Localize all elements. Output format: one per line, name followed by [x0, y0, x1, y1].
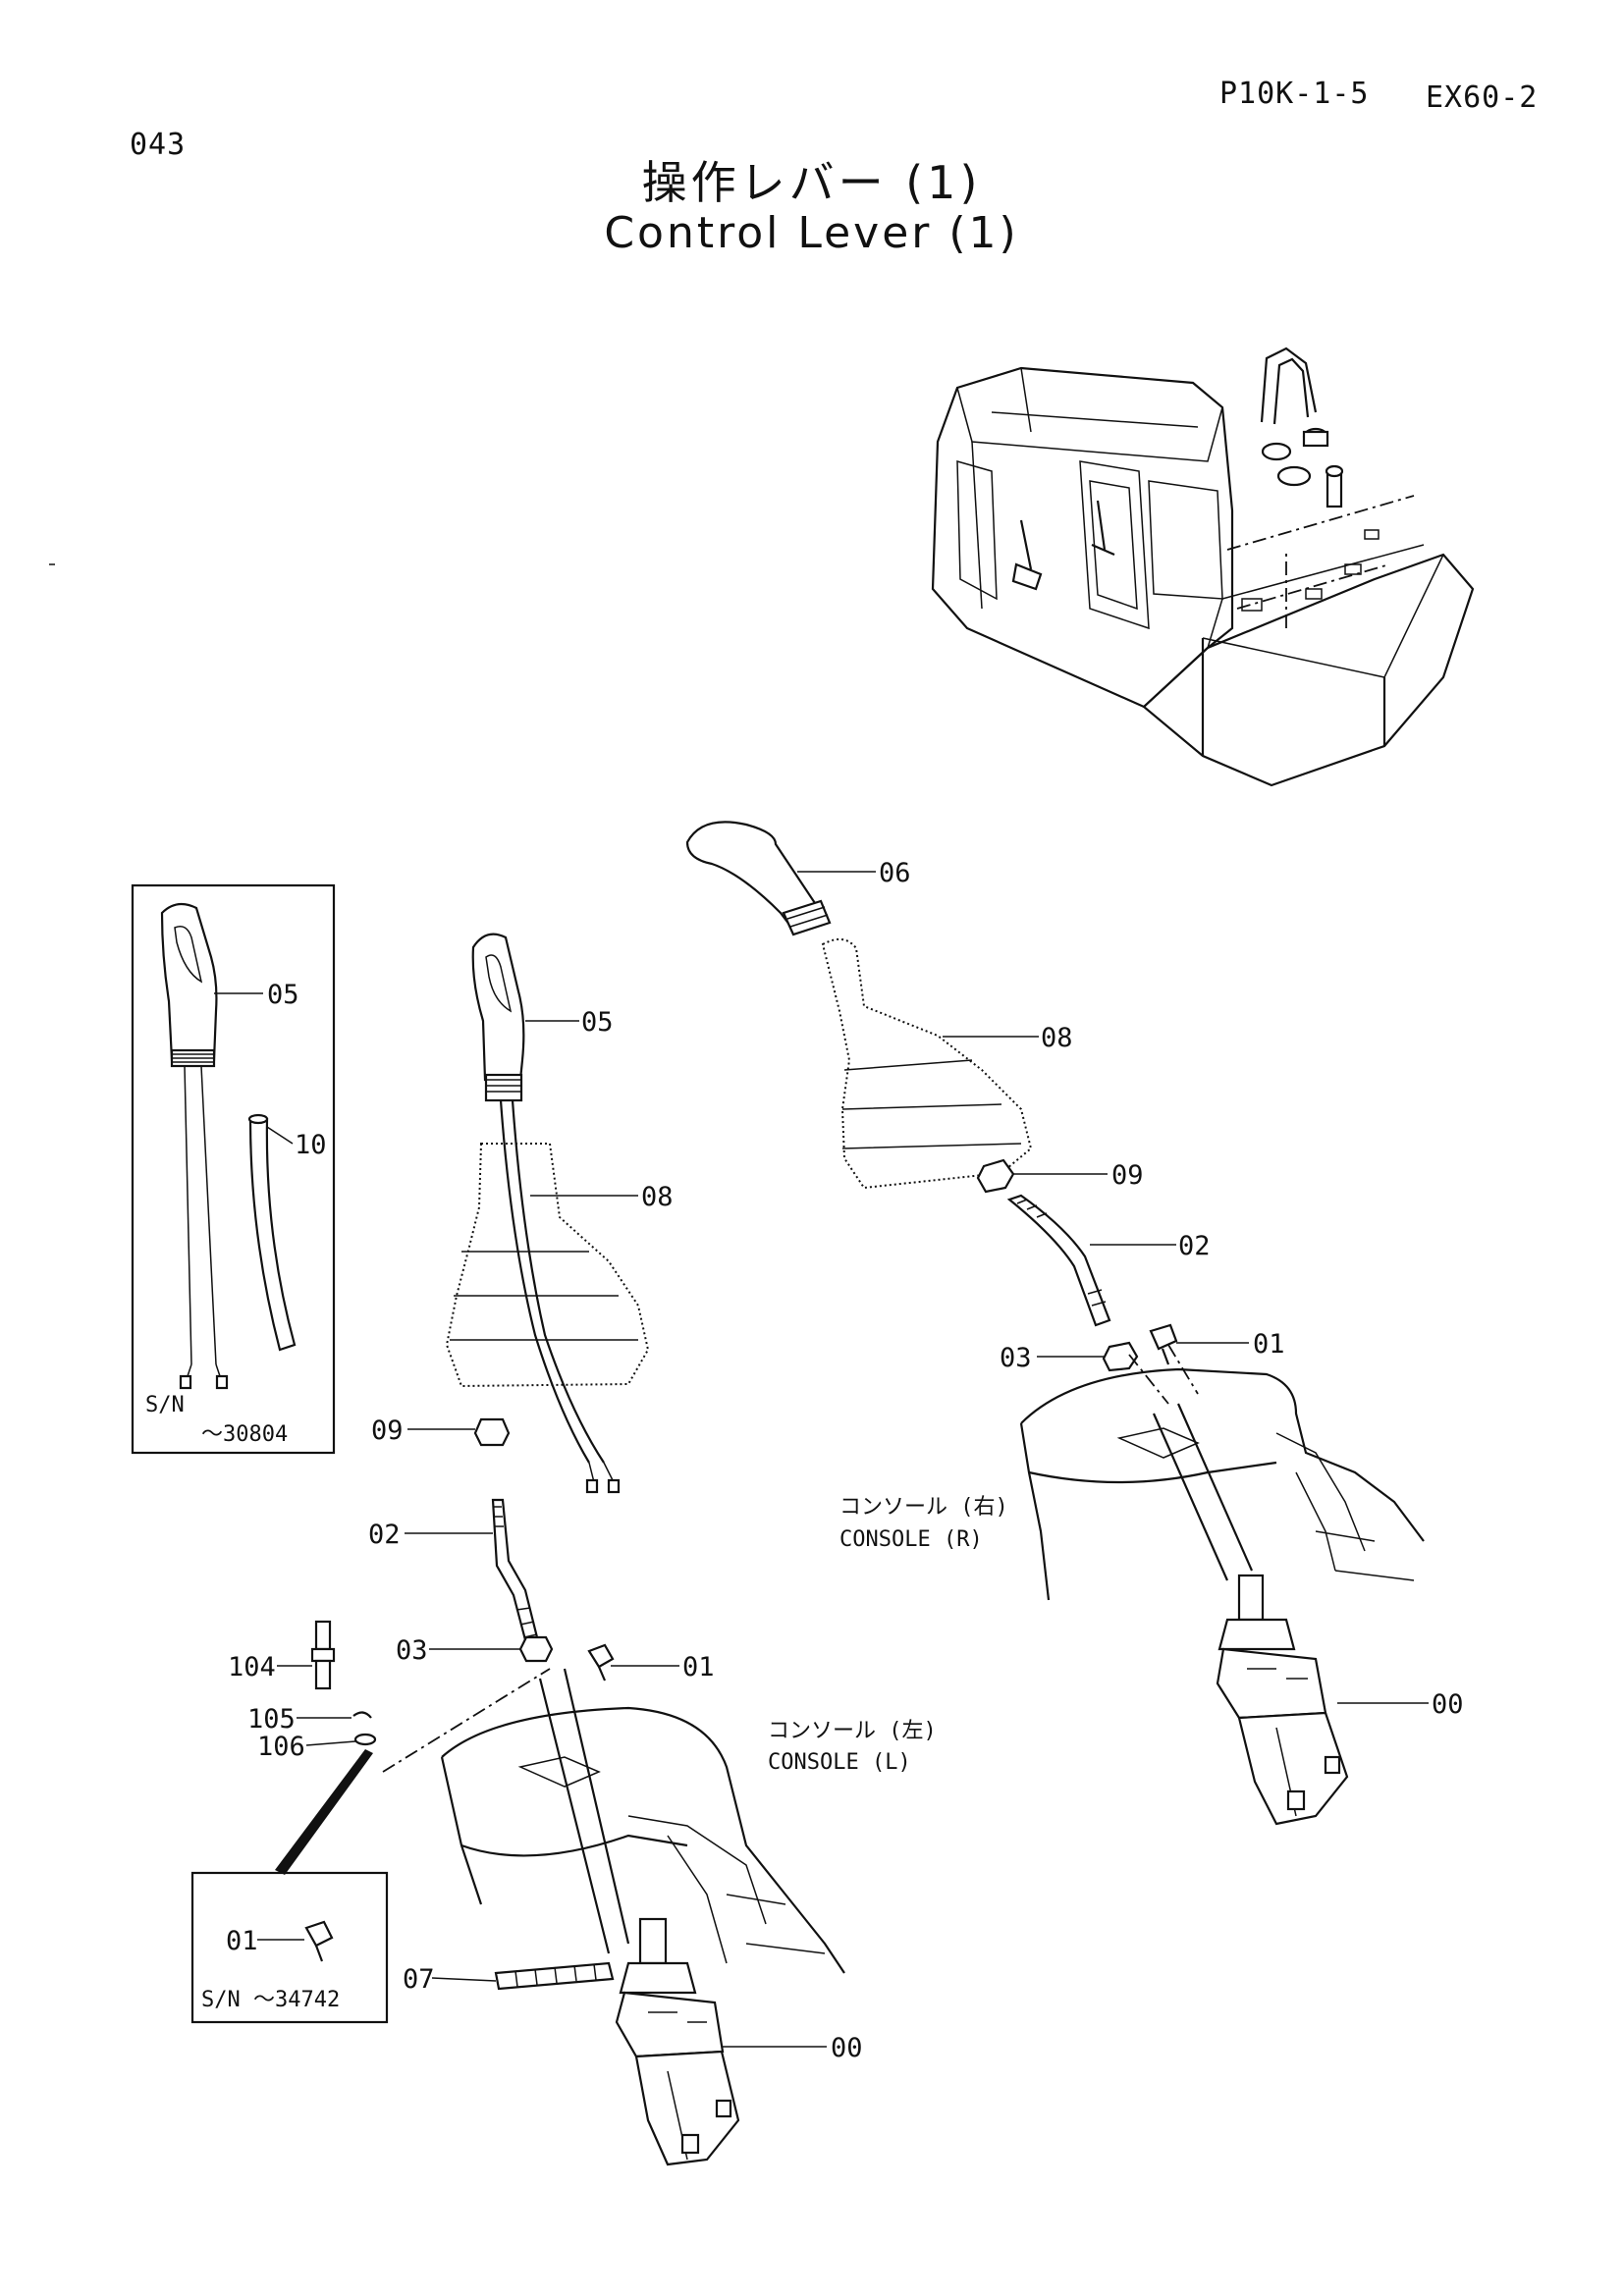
inset-sn-label: S/N [145, 1393, 185, 1417]
callout-05-left: 05 [581, 1007, 614, 1038]
inset-bolt-variant [190, 1871, 389, 2024]
callout-05-inset: 05 [267, 980, 299, 1010]
right-lever-assembly [685, 821, 1429, 1826]
inset-early-grip-assembly [131, 883, 336, 1455]
callout-106: 106 [257, 1732, 305, 1762]
callout-00-left: 00 [831, 2033, 863, 2063]
callout-09-left: 09 [371, 1415, 404, 1446]
console-right-label-en: CONSOLE (R) [839, 1527, 983, 1552]
callout-03-left: 03 [396, 1635, 428, 1666]
sheet-number: 043 [130, 128, 187, 162]
callout-02-right: 02 [1178, 1231, 1211, 1261]
console-left-label-jp: コンソール (左) [768, 1719, 937, 1743]
callout-06-right: 06 [879, 858, 911, 888]
inset-sn-range: ～30804 [201, 1422, 288, 1447]
page-reference: P10K-1-5 [1219, 77, 1370, 111]
callout-00-right: 00 [1432, 1689, 1464, 1720]
callout-09-right: 09 [1111, 1160, 1144, 1191]
page-title-english: Control Lever (1) [604, 208, 1019, 258]
callout-02-left: 02 [368, 1520, 401, 1550]
callout-03-right: 03 [1000, 1343, 1032, 1373]
left-lever-assembly [275, 933, 845, 2166]
callout-08-left: 08 [641, 1182, 674, 1212]
callout-104: 104 [228, 1652, 276, 1682]
callout-10-inset: 10 [295, 1130, 327, 1160]
model-number: EX60-2 [1426, 80, 1539, 115]
console-left-label-en: CONSOLE (L) [768, 1750, 911, 1775]
console-right-label-jp: コンソール (右) [839, 1495, 1008, 1520]
callout-01-left: 01 [682, 1652, 715, 1682]
callout-105: 105 [247, 1704, 296, 1735]
page-title-japanese: 操作レバー (1) [641, 156, 982, 209]
callout-01-inset: 01 [226, 1926, 258, 1956]
excavator-overview-illustration [931, 347, 1475, 787]
callout-07: 07 [403, 1964, 435, 1995]
callout-01-right: 01 [1253, 1329, 1285, 1360]
callout-08-right: 08 [1041, 1023, 1073, 1053]
inset-bolt-sn: S/N ～34742 [201, 1988, 340, 2012]
